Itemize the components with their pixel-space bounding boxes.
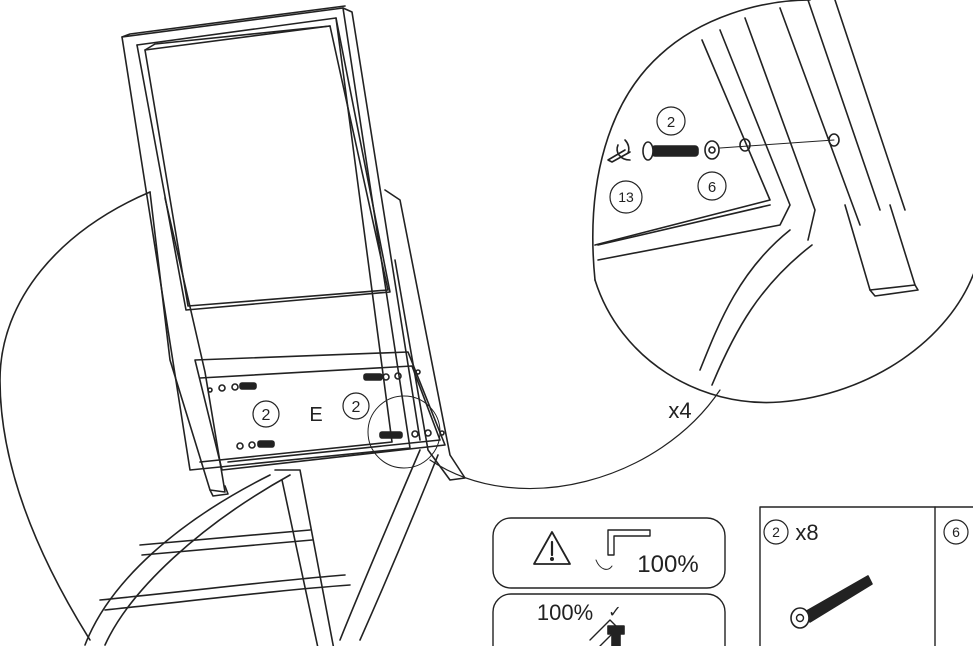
parts-callout-2: 6 bbox=[952, 524, 960, 540]
detail-focus-ring bbox=[367, 395, 441, 469]
tighten-box bbox=[492, 593, 726, 646]
callout-detail-tool: 13 bbox=[618, 189, 634, 205]
quantity-multiplier: x4 bbox=[668, 398, 691, 423]
parts-callout-circle-2 bbox=[943, 519, 969, 545]
tighten-check-mark: ✓ bbox=[608, 604, 621, 621]
warning-torque-text: 100% bbox=[637, 551, 698, 578]
callout-main-left: 2 bbox=[262, 407, 271, 424]
callout-circle-detail-tool bbox=[609, 180, 643, 214]
bolt-icon bbox=[790, 575, 873, 629]
callout-circle-main-right bbox=[342, 392, 370, 420]
callout-detail-washer: 6 bbox=[708, 179, 716, 196]
parts-table bbox=[759, 506, 973, 646]
leader-line bbox=[429, 389, 721, 489]
callout-circle-detail-screw bbox=[656, 106, 686, 136]
screwdriver-icon bbox=[589, 619, 625, 646]
background-arc bbox=[0, 191, 151, 641]
parts-callout-1: 2 bbox=[772, 524, 780, 540]
callout-circle-main-left bbox=[252, 400, 280, 428]
stand-legs bbox=[84, 449, 439, 646]
parts-qty-1: x8 bbox=[795, 520, 818, 545]
warning-icon bbox=[533, 531, 571, 565]
easel-frame bbox=[121, 5, 466, 497]
callout-main-center: E bbox=[309, 404, 322, 426]
main-bolts bbox=[207, 369, 445, 450]
parts-callout-circle-1 bbox=[763, 519, 789, 545]
detail-magnifier bbox=[592, 0, 973, 404]
callout-detail-screw: 2 bbox=[667, 114, 675, 131]
tighten-torque-text: 100% bbox=[537, 600, 593, 625]
warning-box bbox=[492, 517, 726, 589]
callout-circle-detail-washer bbox=[697, 171, 727, 201]
allen-key-icon bbox=[607, 529, 651, 556]
callout-main-right: 2 bbox=[352, 399, 361, 416]
